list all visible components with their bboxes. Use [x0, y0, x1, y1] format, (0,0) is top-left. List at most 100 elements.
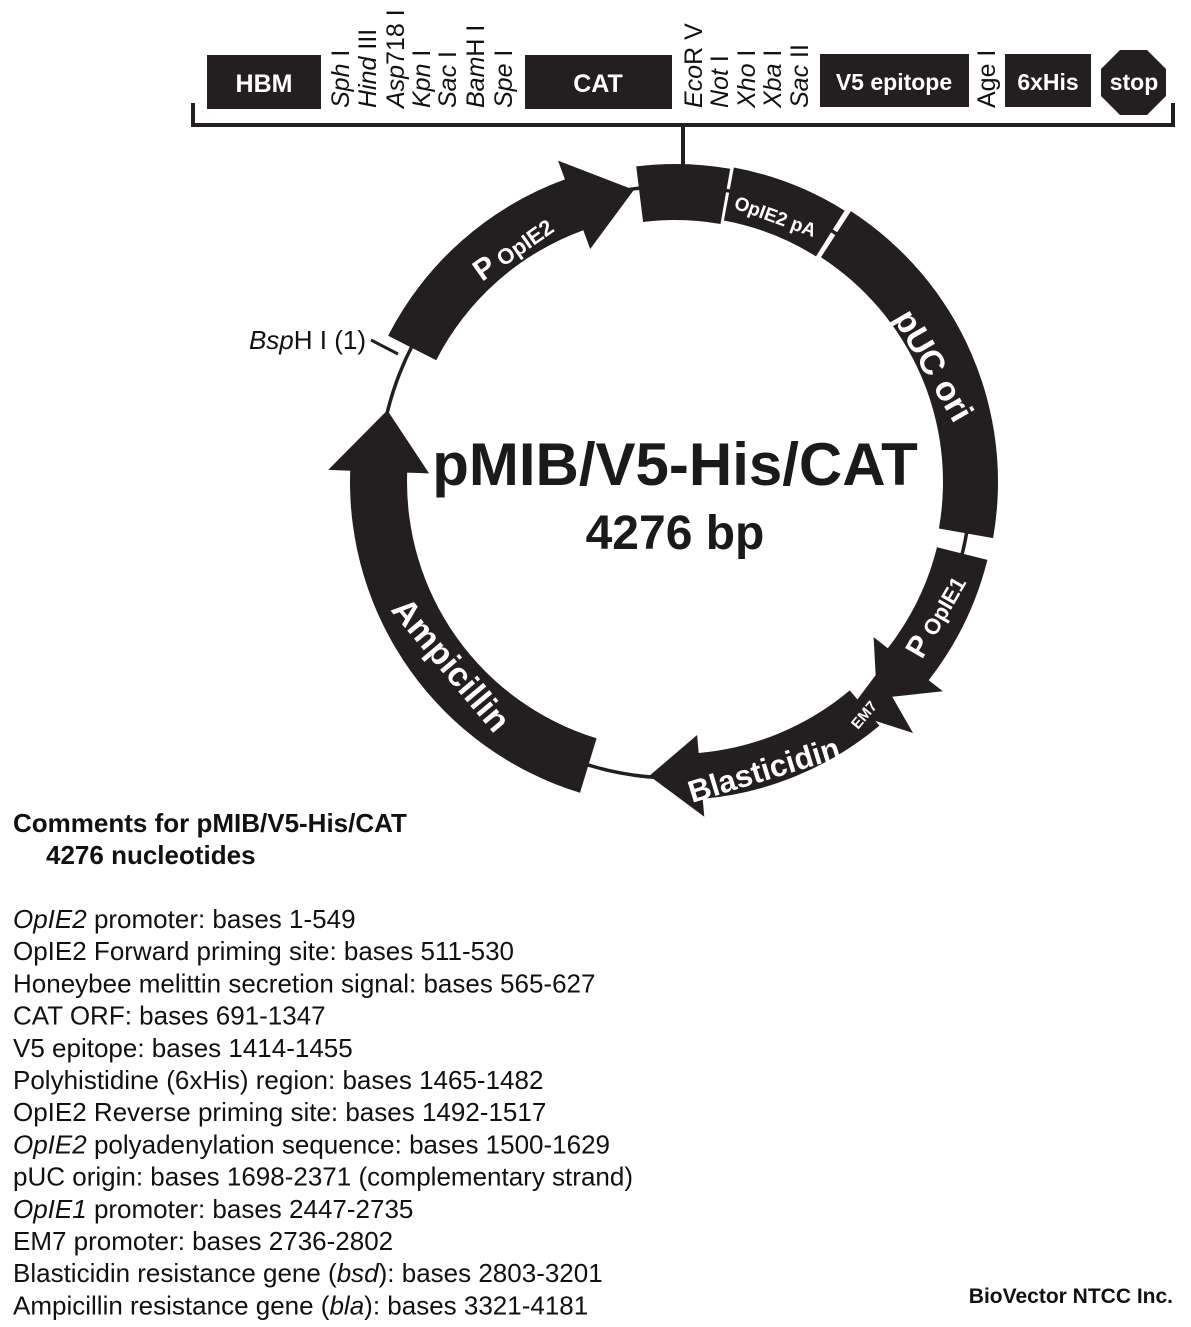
comment-segment: OpIE1	[13, 1194, 87, 1224]
comment-line: CAT ORF: bases 691-1347	[13, 1001, 326, 1031]
comment-segment: Ampicillin resistance gene (	[13, 1290, 330, 1320]
comment-segment: ): bases 3321-4181	[364, 1290, 588, 1320]
site-left-0: Sph I	[327, 50, 355, 108]
site-left-6: Spe I	[490, 50, 518, 108]
bsphi-tick	[370, 338, 399, 356]
comments-heading: Comments for pMIB/V5-His/CAT	[13, 808, 407, 838]
bsphi-roman: H I (1)	[294, 325, 366, 355]
site-right-0-italic: Eco	[680, 65, 708, 108]
hbm-box	[207, 55, 321, 109]
site-right-4: Sac II	[786, 44, 814, 108]
comment-segment: CAT ORF: bases 691-1347	[13, 1001, 326, 1031]
cat-segment	[636, 164, 731, 224]
comment-line: OpIE2 promoter: bases 1-549	[13, 904, 356, 934]
site-right-1-roman: I	[706, 55, 734, 69]
site-left-6-roman: I	[490, 50, 518, 64]
opie2-pa-segment	[723, 167, 845, 257]
site-right-1: Not I	[706, 55, 734, 108]
comment-line: OpIE2 polyadenylation sequence: bases 15…	[13, 1129, 610, 1159]
site-left-6-italic: Spe	[490, 64, 518, 108]
comment-segment: Honeybee melittin secretion signal: base…	[13, 968, 595, 998]
blasticidin-arrow	[649, 690, 880, 817]
site-right-2-italic: Xho	[733, 63, 761, 109]
site-left-3-italic: Kpn	[408, 64, 436, 108]
comment-line: pUC origin: bases 1698-2371 (complementa…	[13, 1162, 633, 1192]
site-left-5: BamH I	[462, 25, 490, 108]
comment-line: V5 epitope: bases 1414-1455	[13, 1033, 353, 1063]
site-right-1-italic: Not	[706, 68, 734, 108]
plasmid-name: pMIB/V5-His/CAT	[432, 431, 918, 498]
site-left-2: Asp718 I	[382, 9, 410, 110]
comment-segment: Polyhistidine (6xHis) region: bases 1465…	[13, 1065, 543, 1095]
bsphi-label: BspH I (1)	[249, 325, 366, 355]
comment-segment: polyadenylation sequence: bases 1500-162…	[87, 1129, 610, 1159]
p-opie2-arrow	[388, 160, 634, 361]
comment-line: OpIE1 promoter: bases 2447-2735	[13, 1194, 413, 1224]
cat-box	[525, 55, 672, 109]
site-left-3: Kpn I	[408, 50, 436, 108]
puc-ori-segment	[821, 211, 999, 539]
ampicillin-arrow	[328, 410, 597, 793]
comment-segment: promoter: bases 2447-2735	[87, 1194, 414, 1224]
plasmid-size: 4276 bp	[586, 507, 765, 560]
v5-epitope-label: V5 epitope	[836, 69, 952, 95]
comment-line: EM7 promoter: bases 2736-2802	[13, 1226, 393, 1256]
circular-map: BspH I (1) POpIE2 OpIE2 pA pUC ori POpIE…	[249, 160, 999, 817]
site-left-5-roman: H I	[462, 25, 490, 57]
site-left-3-roman: I	[408, 50, 436, 64]
site-left-0-italic: Sph	[327, 64, 355, 108]
comments-subheading: 4276 nucleotides	[46, 840, 256, 870]
comment-segment: OpIE2 Forward priming site: bases 511-53…	[13, 936, 514, 966]
hbm-label: HBM	[236, 70, 293, 98]
cat-label: CAT	[573, 70, 623, 98]
site-right-0: EcoR V	[680, 23, 708, 108]
site-right-4-roman: II	[786, 44, 814, 65]
comment-line: OpIE2 Forward priming site: bases 511-53…	[13, 936, 514, 966]
ampicillin-label: Ampicillin	[384, 591, 518, 740]
site-age: Age I	[973, 50, 1001, 108]
comment-segment: Blasticidin resistance gene (	[13, 1258, 337, 1288]
site-right-3-roman: I	[759, 50, 787, 64]
site-right-0-roman: R V	[680, 23, 708, 65]
p-opie1-arrow	[873, 547, 988, 699]
comment-line: Ampicillin resistance gene (bla): bases …	[13, 1290, 588, 1320]
site-left-1-italic: Hind	[354, 55, 382, 108]
v5-epitope-box	[820, 54, 969, 107]
comment-segment: OpIE2 Reverse priming site: bases 1492-1…	[13, 1097, 546, 1127]
site-right-2-roman: I	[733, 50, 761, 64]
site-left-1: Hind III	[354, 29, 382, 108]
comment-segment: ): bases 2803-3201	[379, 1258, 603, 1288]
comment-line: OpIE2 Reverse priming site: bases 1492-1…	[13, 1097, 546, 1127]
site-right-2: Xho I	[733, 50, 761, 109]
em7-arrow	[848, 672, 913, 733]
site-right-3-italic: Xba	[759, 63, 787, 109]
comment-segment: EM7 promoter: bases 2736-2802	[13, 1226, 393, 1256]
comment-segment: bla	[329, 1290, 364, 1320]
bsphi-italic: Bsp	[249, 325, 294, 355]
comment-segment: OpIE2	[13, 1129, 87, 1159]
comment-segment: bsd	[337, 1258, 380, 1288]
mcs-diagram: HBM CAT V5 epitope 6xHis stop Sph IHind …	[191, 9, 1175, 168]
site-age-roman: Age I	[973, 50, 1001, 108]
comment-segment: OpIE2	[13, 904, 87, 934]
stop-octagon-icon	[1101, 50, 1166, 115]
comment-segment: pUC origin: bases 1698-2371 (complementa…	[13, 1162, 633, 1192]
6xhis-label: 6xHis	[1017, 69, 1078, 95]
comment-line: Blasticidin resistance gene (bsd): bases…	[13, 1258, 603, 1288]
6xhis-box	[1005, 54, 1091, 107]
comments-section: Comments for pMIB/V5-His/CAT 4276 nucleo…	[13, 808, 633, 1320]
site-left-2-roman: 718 I	[382, 9, 410, 65]
site-left-4-roman: I	[434, 51, 462, 65]
comment-segment: V5 epitope: bases 1414-1455	[13, 1033, 353, 1063]
comment-segment: promoter: bases 1-549	[87, 904, 356, 934]
comment-line: Honeybee melittin secretion signal: base…	[13, 968, 595, 998]
site-left-0-roman: I	[327, 50, 355, 64]
site-right-4-italic: Sac	[786, 64, 814, 108]
site-left-4-italic: Sac	[434, 64, 462, 108]
stop-label: stop	[1110, 69, 1159, 95]
company-credit: BioVector NTCC Inc.	[969, 1285, 1173, 1308]
site-right-3: Xba I	[759, 50, 787, 109]
